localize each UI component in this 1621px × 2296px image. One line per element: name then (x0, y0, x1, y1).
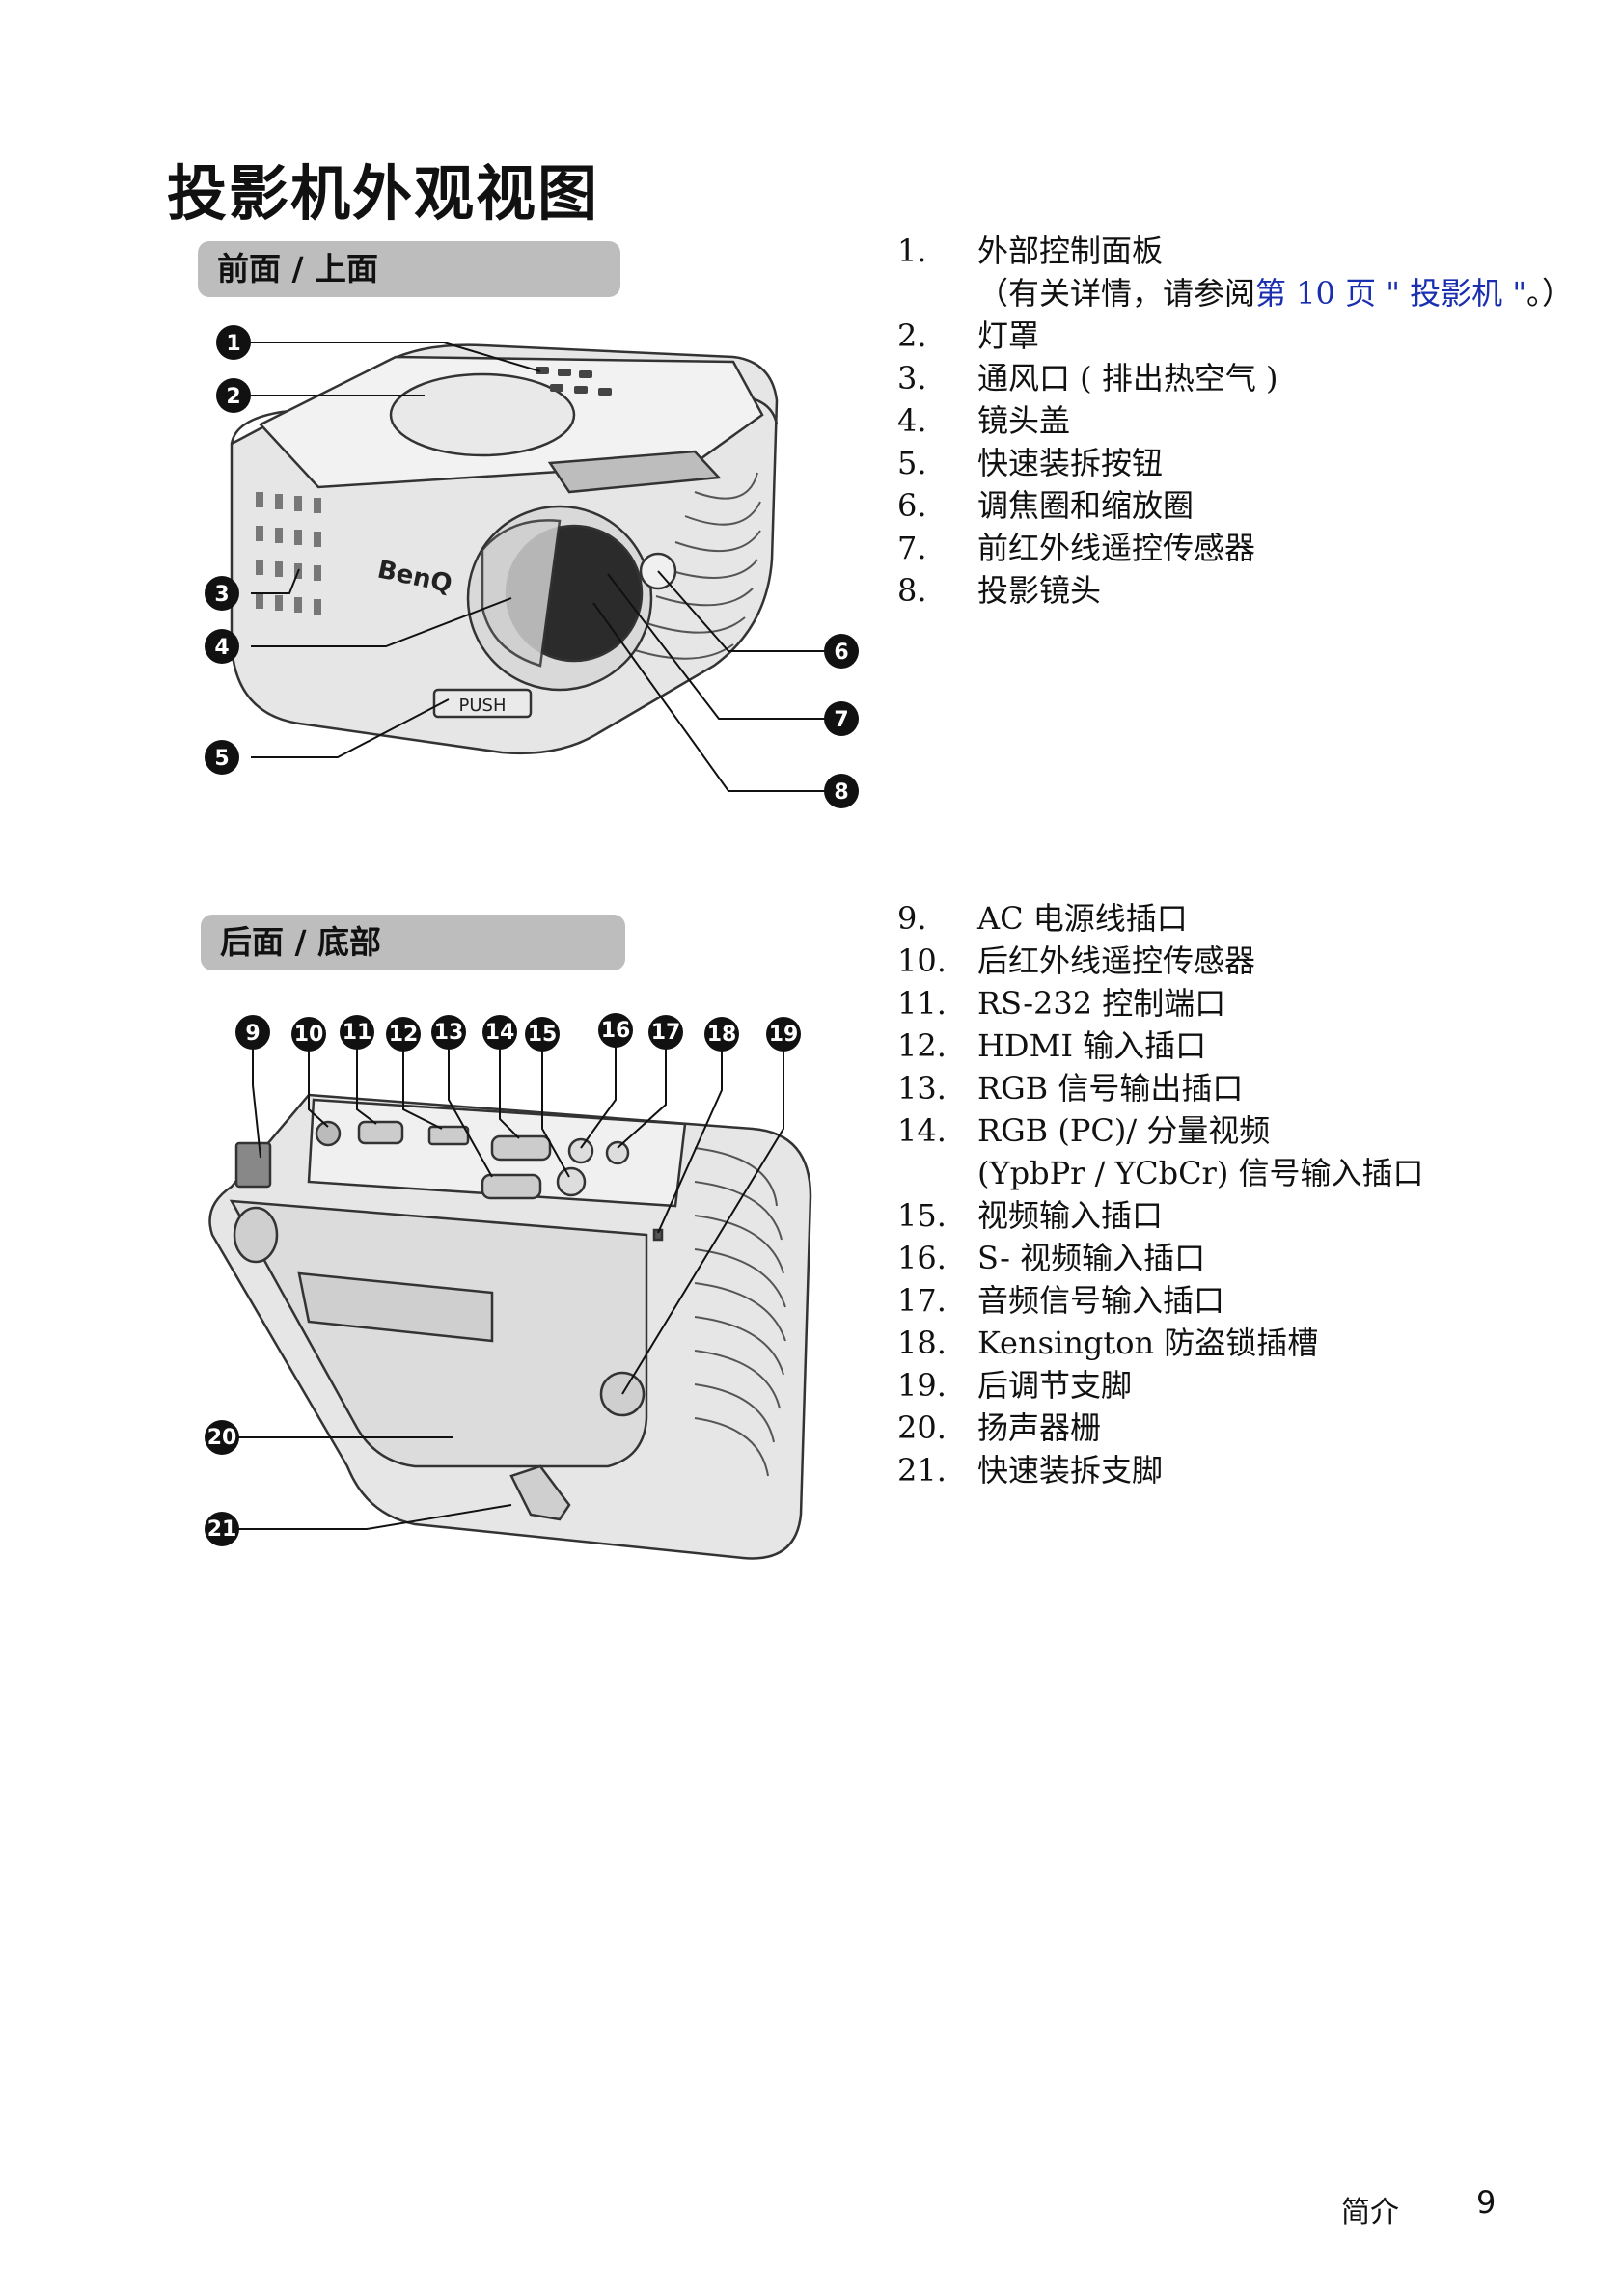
svg-text:18: 18 (707, 1023, 737, 1047)
svg-text:13: 13 (434, 1021, 464, 1045)
list-item: 5.快速装拆按钮 (897, 445, 1164, 481)
svg-text:14: 14 (485, 1021, 515, 1045)
svg-text:10: 10 (294, 1023, 324, 1047)
callout-5: 5 (205, 740, 239, 775)
callout-18: 18 (704, 1017, 739, 1052)
list-item: 17.音频信号输入插口 (897, 1282, 1225, 1319)
callout-11: 11 (340, 1015, 374, 1050)
rgb-out-port (481, 1173, 542, 1200)
svg-text:4: 4 (214, 636, 229, 660)
rear-ir-sensor (315, 1120, 342, 1147)
callout-12: 12 (386, 1017, 421, 1052)
list-item: 4.镜头盖 (897, 402, 1071, 439)
list-item: 8.投影镜头 (897, 572, 1102, 609)
quick-release-button (432, 688, 533, 719)
svg-text:20: 20 (207, 1426, 237, 1450)
callout-3: 3 (205, 576, 239, 611)
list-item: 7.前红外线遥控传感器 (897, 530, 1256, 566)
kensington-slot (652, 1228, 664, 1242)
section-heading-rear: 后面 / 底部 (201, 915, 625, 970)
svg-text:15: 15 (528, 1023, 558, 1047)
list-item: 12.HDMI 输入插口 (897, 1027, 1207, 1064)
list-item: 15.视频输入插口 (897, 1197, 1164, 1234)
page-link[interactable]: 第 10 页 " 投影机 " (1255, 275, 1527, 312)
svg-text:7: 7 (834, 708, 848, 732)
list-item: 16.S- 视频输入插口 (897, 1240, 1206, 1276)
callout-16: 16 (598, 1013, 633, 1048)
svg-text:2: 2 (226, 385, 240, 409)
rgb-in-port (490, 1134, 552, 1162)
callout-2: 2 (216, 378, 251, 413)
svg-text:9: 9 (245, 1022, 260, 1046)
svg-text:5: 5 (214, 747, 229, 771)
svg-text:11: 11 (343, 1021, 372, 1045)
callout-21: 21 (205, 1512, 239, 1546)
svg-text:19: 19 (769, 1023, 799, 1047)
projector-rear-diagram: 9 10 11 12 13 14 15 16 17 18 19 20 21 (205, 1013, 812, 1560)
list-item: 14. RGB (PC)/ 分量视频 (YpbPr / YCbCr) 信号输入插… (897, 1112, 1424, 1191)
audio-port (605, 1140, 630, 1165)
callout-4: 4 (205, 629, 239, 664)
callout-10: 10 (291, 1017, 326, 1052)
lens-cover (481, 519, 562, 668)
svg-text:3: 3 (214, 583, 229, 607)
list-item: 11.RS-232 控制端口 (897, 985, 1226, 1022)
hdmi-port (427, 1125, 470, 1146)
list-item: 21.快速装拆支脚 (897, 1452, 1164, 1489)
rear-parts-list: 9.AC 电源线插口 10.后红外线遥控传感器 11.RS-232 控制端口 1… (897, 897, 1424, 1491)
callout-17: 17 (648, 1015, 683, 1050)
ac-power-socket (234, 1141, 272, 1189)
projector-front-diagram: PUSH BenQ 1 2 3 4 5 6 7 8 (205, 325, 859, 808)
video-port (556, 1166, 587, 1197)
svg-text:6: 6 (834, 641, 848, 665)
list-item: 6.调焦圈和缩放圈 (897, 487, 1195, 524)
svideo-port (567, 1137, 594, 1164)
list-item: 9.AC 电源线插口 (897, 900, 1188, 937)
list-item: 2.灯罩 (897, 317, 1040, 354)
projector-body (230, 343, 779, 755)
section-heading-front: 前面 / 上面 (198, 241, 620, 297)
push-label: PUSH (459, 696, 507, 716)
svg-text:12: 12 (389, 1023, 419, 1047)
callout-9: 9 (235, 1015, 270, 1050)
control-panel (536, 367, 612, 396)
callout-13: 13 (431, 1015, 466, 1050)
list-item: 18.Kensington 防盗锁插槽 (897, 1325, 1319, 1361)
quick-release-foot (509, 1464, 571, 1521)
list-item: 1. 外部控制面板 （有关详情，请参阅第 10 页 " 投影机 "。） (897, 232, 1574, 312)
list-item: 13.RGB 信号输出插口 (897, 1070, 1244, 1107)
svg-text:16: 16 (601, 1019, 631, 1043)
callout-6: 6 (824, 634, 859, 669)
callout-1: 1 (216, 325, 251, 360)
callout-15: 15 (525, 1017, 560, 1052)
list-item: 3.通风口 ( 排出热空气 ) (897, 360, 1278, 396)
rs232-port (357, 1120, 404, 1145)
svg-text:21: 21 (207, 1517, 237, 1542)
list-item: 19.后调节支脚 (897, 1367, 1133, 1404)
footer-section-name: 简介 (1341, 2196, 1399, 2229)
svg-text:1: 1 (226, 332, 240, 356)
svg-text:8: 8 (834, 780, 848, 805)
list-item: 20.扬声器栅 (897, 1409, 1102, 1446)
page-title: 投影机外观视图 (167, 158, 600, 229)
footer-page-number: 9 (1476, 2184, 1497, 2221)
callout-7: 7 (824, 701, 859, 736)
callout-20: 20 (205, 1420, 239, 1455)
svg-text:17: 17 (651, 1021, 681, 1045)
list-item: 10.后红外线遥控传感器 (897, 943, 1256, 979)
projector-body-rear (208, 1093, 812, 1560)
front-parts-list: 1. 外部控制面板 （有关详情，请参阅第 10 页 " 投影机 "。） 2.灯罩… (897, 230, 1573, 612)
callout-19: 19 (766, 1017, 801, 1052)
callout-8: 8 (824, 774, 859, 808)
callout-14: 14 (482, 1015, 517, 1050)
